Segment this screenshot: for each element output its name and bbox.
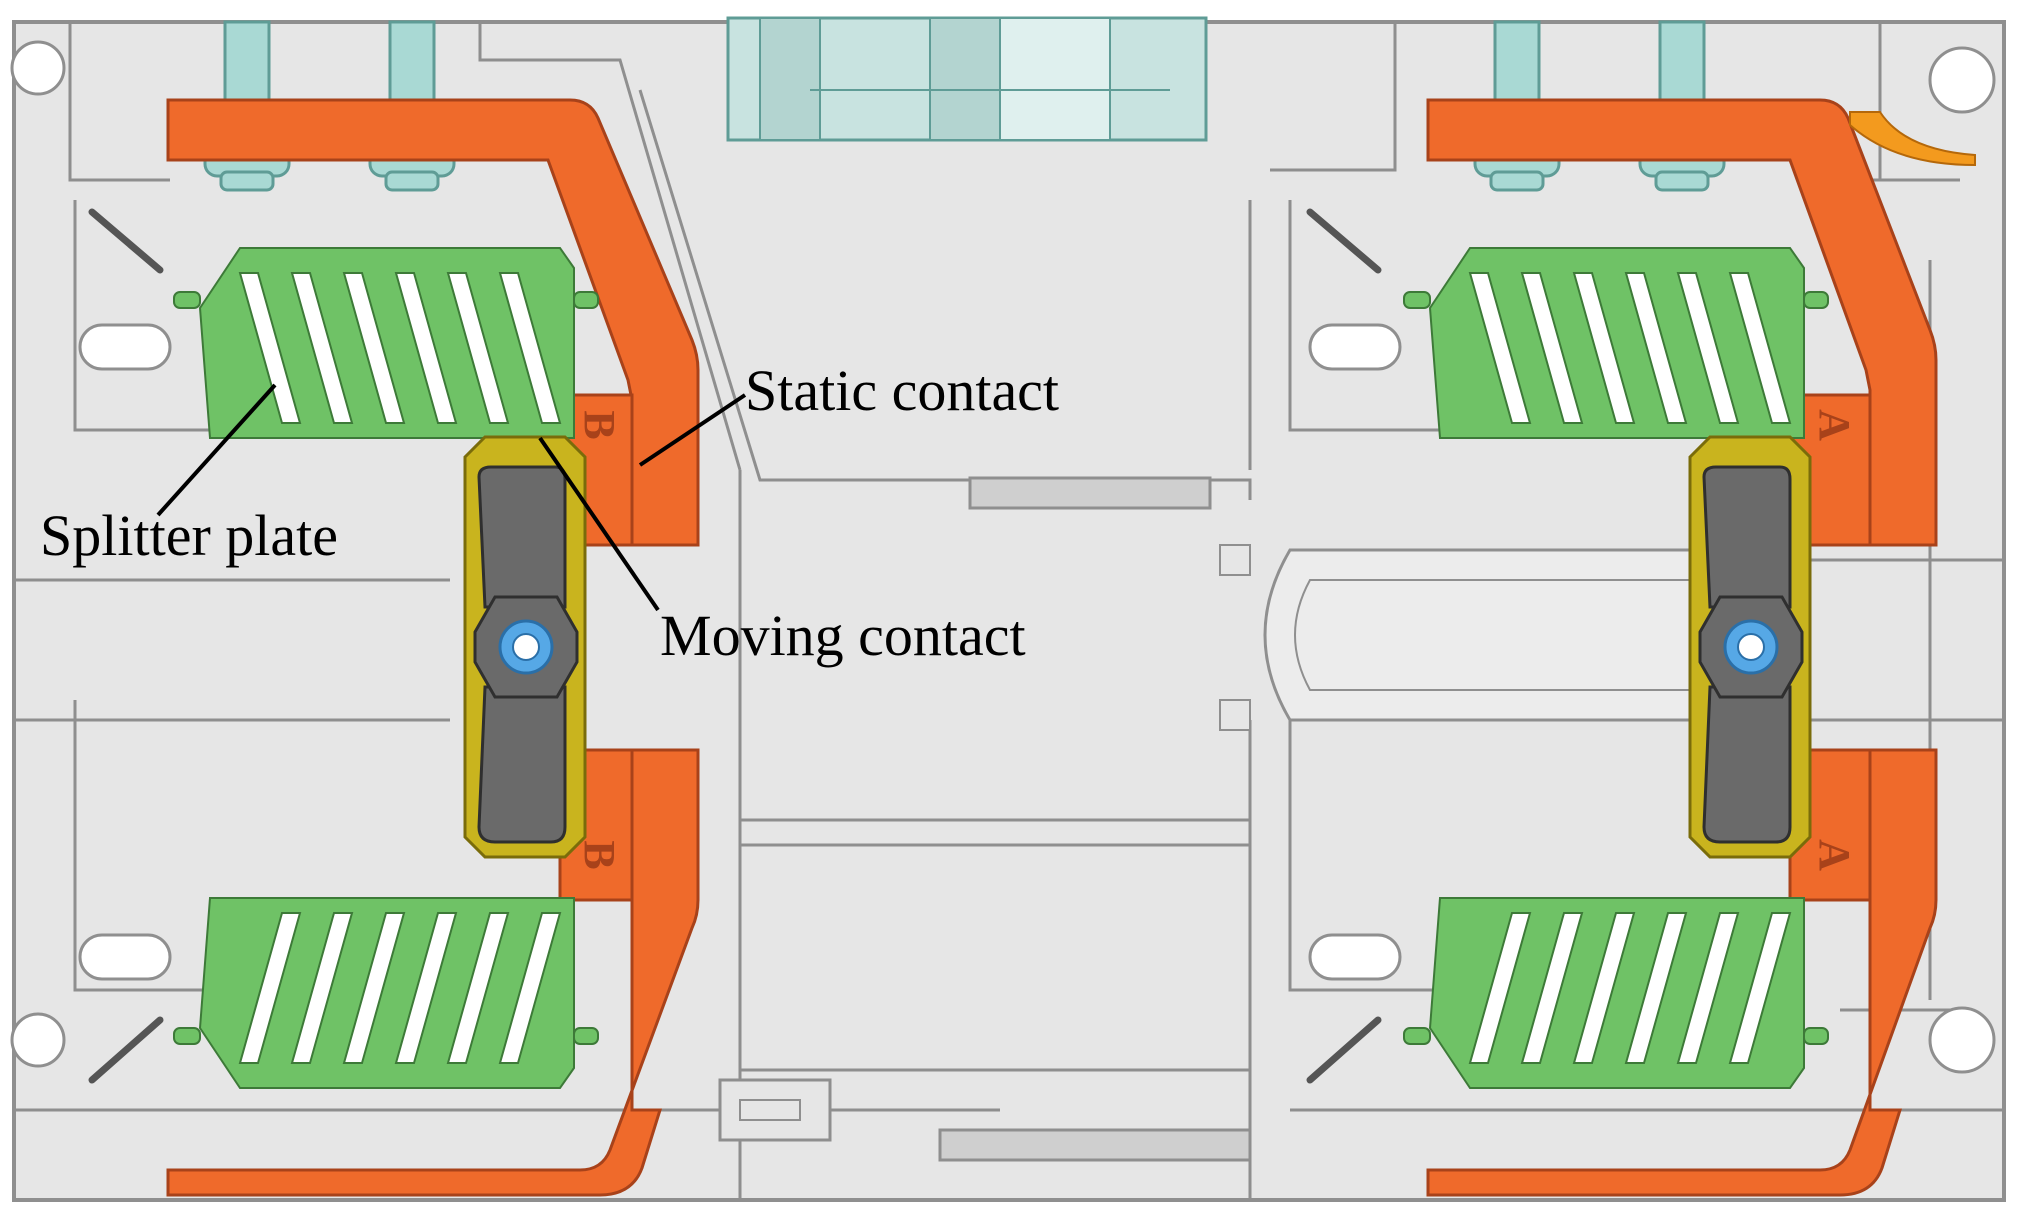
marking-left-upper: B	[575, 410, 624, 439]
annotation-leaders	[156, 383, 747, 612]
marking-right-lower: A	[1810, 839, 1859, 871]
static-contacts	[166, 98, 1938, 1197]
spring-piece	[1849, 111, 1976, 167]
label-static-contact: Static contact	[745, 358, 1059, 423]
top-connector	[726, 16, 1208, 142]
label-splitter-plate: Splitter plate	[40, 503, 338, 568]
springs	[88, 208, 1382, 1084]
label-moving-contact: Moving contact	[660, 603, 1026, 668]
marking-left-lower: B	[575, 840, 624, 869]
marking-right-upper: A	[1810, 409, 1859, 441]
terminal-markings: B B A A	[575, 409, 1859, 871]
annotation-labels: Static contact Splitter plate Moving con…	[40, 358, 1059, 668]
